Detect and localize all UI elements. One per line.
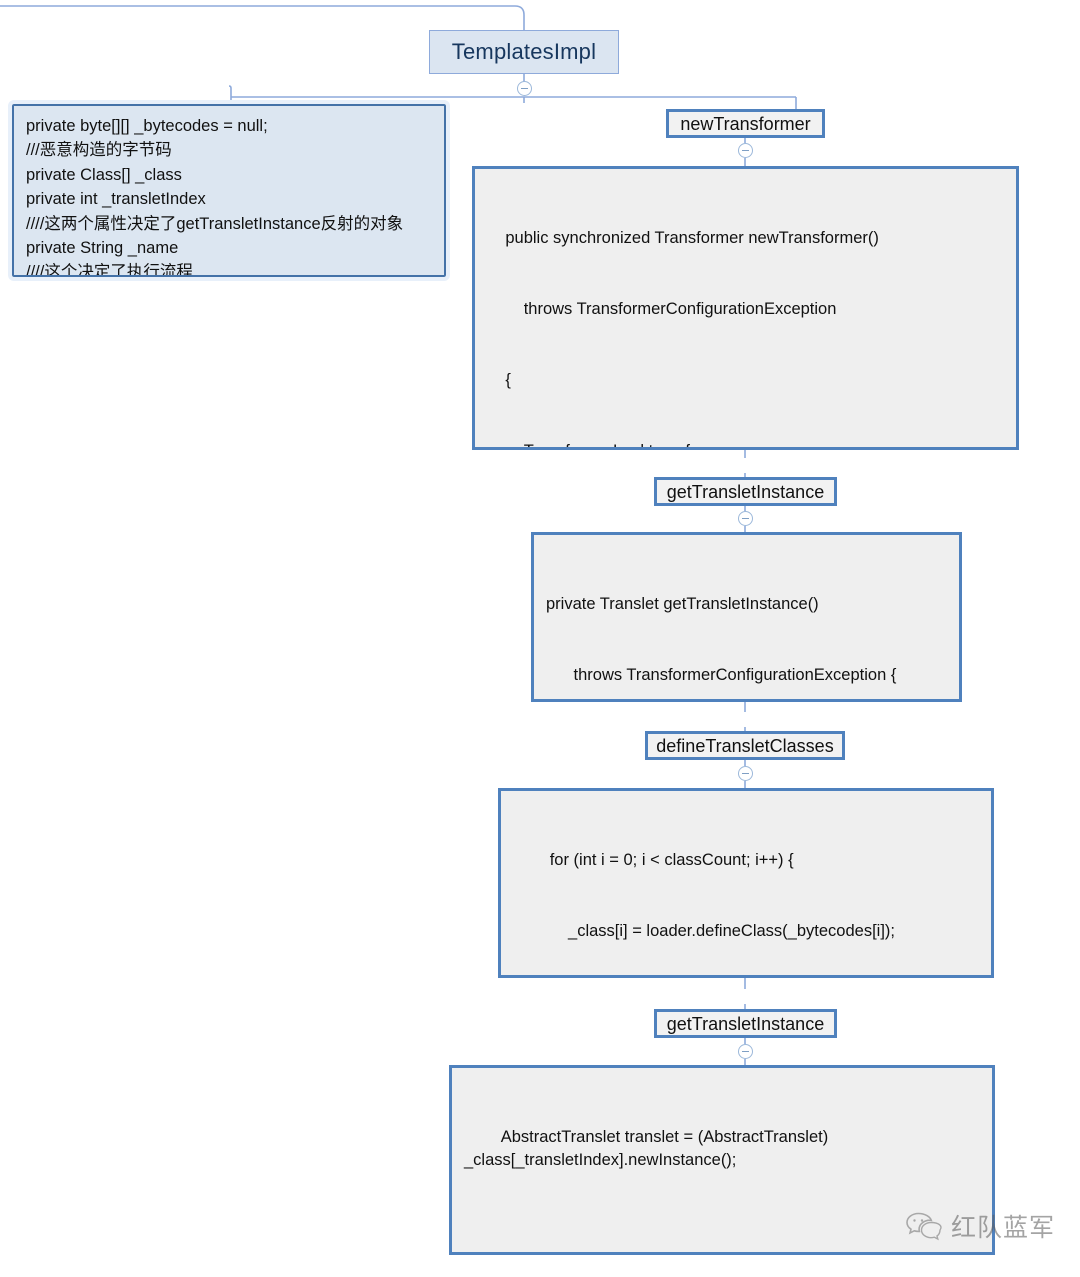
code-line: private Translet getTransletInstance() [546,594,819,613]
attr-line-5: private String _name [26,239,179,258]
code-line: AbstractTranslet translet = (AbstractTra… [464,1127,833,1170]
code-line: public synchronized Transformer newTrans… [487,228,879,247]
code-line: _class[i] = loader.defineClass(_bytecode… [513,921,895,940]
wire-bus-left-cap [228,85,232,97]
collapse-toggle-definetransletclasses[interactable] [738,766,753,781]
watermark: 红队蓝军 [905,1208,1055,1244]
attributes-note[interactable]: private byte[][] _bytecodes = null; ///恶… [8,100,450,281]
node-newtransformer-label: newTransformer [680,113,811,134]
code-line: TransformerImpl transformer; [487,440,1004,447]
node-newtransformer[interactable]: newTransformer [666,109,825,138]
node-gettransletinstance-1[interactable]: getTransletInstance [654,477,837,506]
attr-line-0: private byte[][] _bytecodes = null; [26,117,268,135]
attr-line-4: ////这两个属性决定了getTransletInstance反射的对象 [26,214,404,233]
collapse-toggle-gettransletinstance-1[interactable] [738,511,753,526]
collapse-toggle-newtransformer[interactable] [738,143,753,158]
code-block-definetransletclasses[interactable]: for (int i = 0; i < classCount; i++) { _… [498,788,994,978]
attr-line-6: ////这个决定了执行流程 [26,263,193,277]
node-definetransletclasses-label: defineTransletClasses [656,735,834,756]
code-line: { [487,371,511,389]
root-node-label: TemplatesImpl [451,39,597,64]
code-block-gettransletinstance-1[interactable]: private Translet getTransletInstance() t… [531,532,962,702]
wire-root-incoming [0,5,525,30]
attr-line-2: private Class[] _class [26,165,182,184]
attr-line-1: ///恶意构造的字节码 [26,141,172,160]
code-block-gettransletinstance-2[interactable]: AbstractTranslet translet = (AbstractTra… [449,1065,995,1255]
attr-line-3: private int _transletIndex [26,190,206,209]
collapse-toggle-gettransletinstance-2[interactable] [738,1044,753,1059]
code-line: throws TransformerConfigurationException [487,299,837,318]
root-node-templatesimpl[interactable]: TemplatesImpl [429,30,619,74]
code-line: for (int i = 0; i < classCount; i++) { [513,850,794,869]
watermark-text: 红队蓝军 [951,1213,1056,1242]
code-line-blank [464,1221,980,1233]
node-gettransletinstance-1-label: getTransletInstance [666,481,825,502]
node-definetransletclasses[interactable]: defineTransletClasses [645,731,845,760]
code-block-newtransformer[interactable]: public synchronized Transformer newTrans… [472,166,1019,450]
code-line: throws TransformerConfigurationException… [546,665,897,684]
collapse-toggle-root[interactable] [517,81,532,96]
node-gettransletinstance-2-label: getTransletInstance [666,1013,825,1034]
wechat-icon [905,1211,945,1241]
node-gettransletinstance-2[interactable]: getTransletInstance [654,1009,837,1038]
